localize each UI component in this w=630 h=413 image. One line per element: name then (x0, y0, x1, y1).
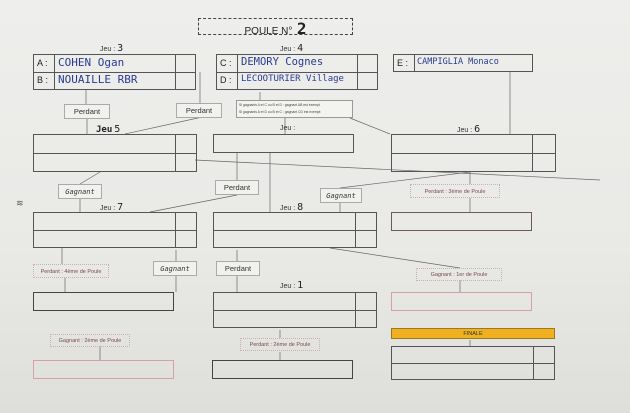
jeu-1-label: Jeu : 1 (280, 280, 304, 291)
perdant-tag-2: Perdant (176, 103, 222, 118)
gagnant-2eme-tag: Gagnant : 2ème de Poule (50, 334, 130, 347)
pool-number: 2 (296, 19, 307, 38)
player-c-name: DEMORY Cognes (241, 56, 324, 68)
perdant-3eme-tag: Perdant : 3ème de Poule (410, 184, 500, 198)
exemption-note: Si gagnants A et C ou B et D : gagnant A… (236, 100, 353, 118)
player-d-name: LECOOTURIER Village (241, 74, 344, 84)
perdant-4eme-tag: Perdant : 4ème de Poule (33, 264, 109, 278)
jeu-7-label: Jeu : 7 (100, 202, 124, 213)
perdant-2eme-tag: Perdant : 2ème de Poule (240, 338, 320, 351)
jeu-6-label: Jeu : 6 (457, 124, 481, 135)
gagnant-tag-3: Gagnant (153, 261, 197, 276)
jeu-1-box (213, 292, 377, 328)
gagnant-tag-1: Gagnant (58, 184, 102, 199)
player-a-letter: A : (37, 58, 48, 68)
first-place-box (391, 292, 532, 311)
fourth-place-box (33, 292, 174, 311)
player-b-name: NOUAILLE RBR (58, 73, 138, 86)
player-a-name: COHEN Ogan (58, 56, 125, 69)
finale-header: FINALE (391, 328, 555, 339)
pool-title-label: POULE N° (244, 26, 293, 37)
player-e-box: E : CAMPIGLIA Monaco (393, 54, 533, 72)
jeu-6-box (391, 134, 556, 172)
jeu-8-label: Jeu : 8 (280, 202, 304, 213)
player-e-name: CAMPIGLIA Monaco (417, 57, 499, 67)
jeu-3-label: Jeu : 3 (100, 43, 124, 54)
jeu-8-box (213, 212, 377, 248)
runner-up-box (212, 360, 353, 379)
perdant-tag-4: Perdant (216, 261, 260, 276)
exemption-note-line-2: Si gagnants A et D ou B et C : gagnant C… (239, 110, 321, 114)
exemption-note-line-1: Si gagnants A et C ou B et D : gagnant A… (239, 103, 320, 107)
player-d-letter: D : (220, 75, 232, 85)
match-ab-box: A : COHEN Ogan B : NOUAILLE RBR (33, 54, 196, 90)
perdant-tag-1: Perdant (64, 104, 110, 119)
finale-box (391, 346, 555, 380)
jeu-5-box (33, 134, 197, 172)
player-b-letter: B : (37, 75, 49, 85)
player-c-letter: C : (220, 58, 232, 68)
gagnant-tag-2: Gagnant (320, 188, 362, 203)
match-cd-box: C : DEMORY Cognes D : LECOOTURIER Villag… (216, 54, 378, 90)
jeu-7-box (33, 212, 197, 248)
player-e-letter: E : (397, 58, 409, 68)
pool-title: POULE N° 2 (198, 18, 353, 38)
jeu-center-box (213, 134, 354, 153)
jeu-4-label: Jeu : 4 (280, 43, 304, 54)
gagnant-1er-tag: Gagnant : 1er de Poule (416, 268, 502, 281)
perdant-tag-3: Perdant (215, 180, 259, 195)
second-place-box (33, 360, 174, 379)
jeu-5-label: Jeu 5 (96, 124, 121, 135)
jeu-blank-label: Jeu : (280, 125, 296, 132)
third-place-box (391, 212, 532, 231)
margin-mark: ≋ (16, 198, 24, 208)
